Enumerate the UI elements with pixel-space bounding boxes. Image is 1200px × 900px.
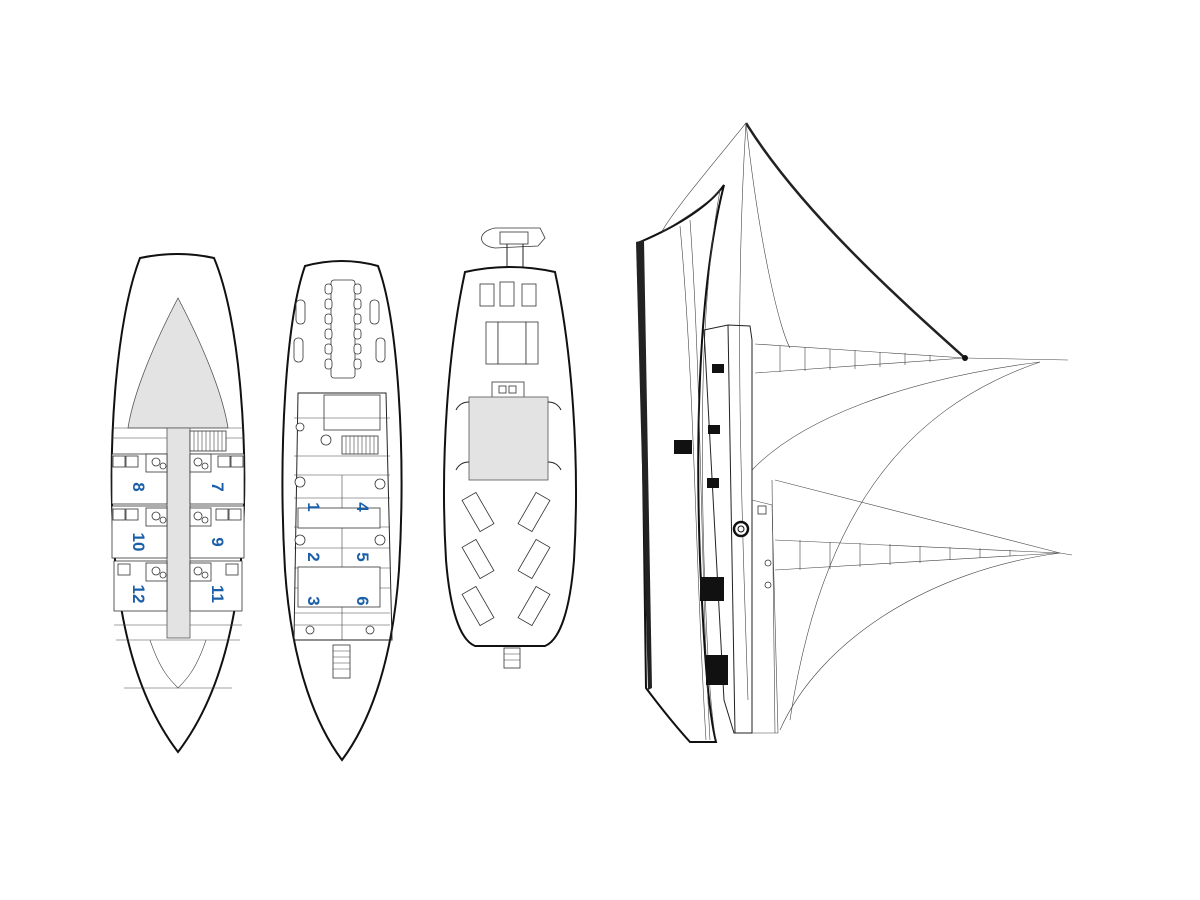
main-deck-plan: 1 4 2 5 3 6 (281, 260, 403, 762)
stern-ladder (503, 647, 521, 669)
central-corridor (166, 427, 191, 639)
sun-loungers (461, 491, 551, 627)
hull-dark-band (636, 240, 652, 690)
cabin-number: 6 (353, 596, 372, 605)
cabin-number: 10 (129, 533, 148, 552)
cabin-number: 12 (129, 585, 148, 604)
dining-table (324, 279, 362, 379)
cabin-number: 1 (304, 502, 323, 511)
dining-chair (324, 283, 333, 295)
cabin-number: 2 (304, 552, 323, 561)
dining-chair (353, 298, 362, 310)
cabin-number: 8 (129, 482, 148, 491)
dining-chair (324, 328, 333, 340)
dinghy (481, 227, 546, 268)
life-ring-icon (732, 520, 750, 538)
cabin-number: 4 (353, 502, 372, 512)
dining-chair (353, 328, 362, 340)
boarding-ladder (332, 644, 351, 679)
dining-chair (353, 313, 362, 325)
dining-chair (353, 283, 362, 295)
dining-chair (353, 343, 362, 355)
cabin-number: 3 (304, 596, 323, 605)
stairs (189, 430, 227, 452)
dining-chair (324, 313, 333, 325)
upper-deck-plan (443, 227, 577, 669)
dining-chair (324, 358, 333, 370)
dining-chair (324, 343, 333, 355)
sail-grid (779, 346, 1011, 570)
dining-chair (353, 358, 362, 370)
side-profile-view (636, 122, 1073, 743)
cabin-number: 5 (353, 552, 372, 561)
cabin-number: 9 (208, 537, 227, 546)
deck-house-roof (468, 396, 549, 481)
lower-deck-plan: 8 7 10 9 12 11 (110, 253, 246, 754)
cabin-number: 11 (208, 585, 227, 603)
stairs (341, 435, 379, 455)
cabin-number: 7 (208, 482, 227, 491)
dining-chair (324, 298, 333, 310)
